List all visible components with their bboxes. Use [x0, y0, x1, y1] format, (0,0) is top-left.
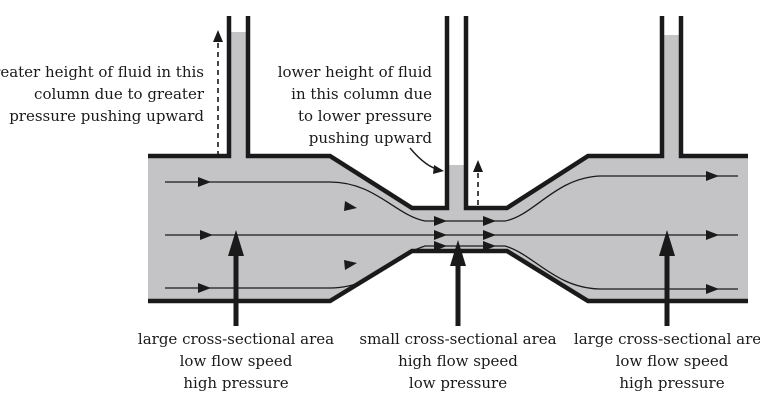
flow-arrow — [706, 284, 719, 294]
middle-section-arrowhead — [450, 240, 466, 266]
flow-arrow — [483, 241, 496, 251]
flow-arrow — [198, 177, 211, 187]
flow-arrow — [706, 171, 719, 181]
flow-arrow — [483, 216, 496, 226]
flow-arrow — [434, 216, 447, 226]
flow-arrow — [344, 260, 357, 270]
left-section-arrowhead — [228, 230, 244, 256]
middle-section-caption: small cross-sectional area high flow spe… — [359, 330, 557, 392]
right-section-caption: large cross-sectional area low flow spee… — [573, 330, 760, 392]
left-section-caption: large cross-sectional area low flow spee… — [137, 330, 335, 392]
note-pointer-arrowhead — [433, 165, 444, 174]
flow-arrowheads — [198, 171, 719, 294]
middle-column-note: lower height of fluid in this column due… — [277, 63, 432, 147]
middle-column-fluid — [447, 165, 466, 208]
pipe-fluid — [148, 156, 748, 301]
flow-arrow — [483, 230, 496, 240]
flow-arrow — [434, 230, 447, 240]
left-column-note: greater height of fluid in this column d… — [0, 63, 204, 125]
right-section-arrowhead — [659, 230, 675, 256]
flow-arrow — [706, 230, 719, 240]
flow-arrow — [344, 201, 357, 211]
flow-arrow — [200, 230, 213, 240]
flow-arrow — [434, 241, 447, 251]
pressure-indicators — [217, 40, 479, 205]
streamline-top — [165, 175, 738, 222]
streamline-bottom — [165, 245, 738, 290]
streamlines — [165, 175, 738, 290]
left-column-fluid — [229, 32, 248, 156]
middle-pressure-arrowhead — [473, 160, 483, 172]
flow-arrow — [198, 283, 211, 293]
top-wall — [148, 16, 748, 211]
left-pressure-arrowhead — [213, 30, 223, 42]
right-column-fluid — [662, 35, 681, 156]
section-arrows — [228, 230, 675, 326]
